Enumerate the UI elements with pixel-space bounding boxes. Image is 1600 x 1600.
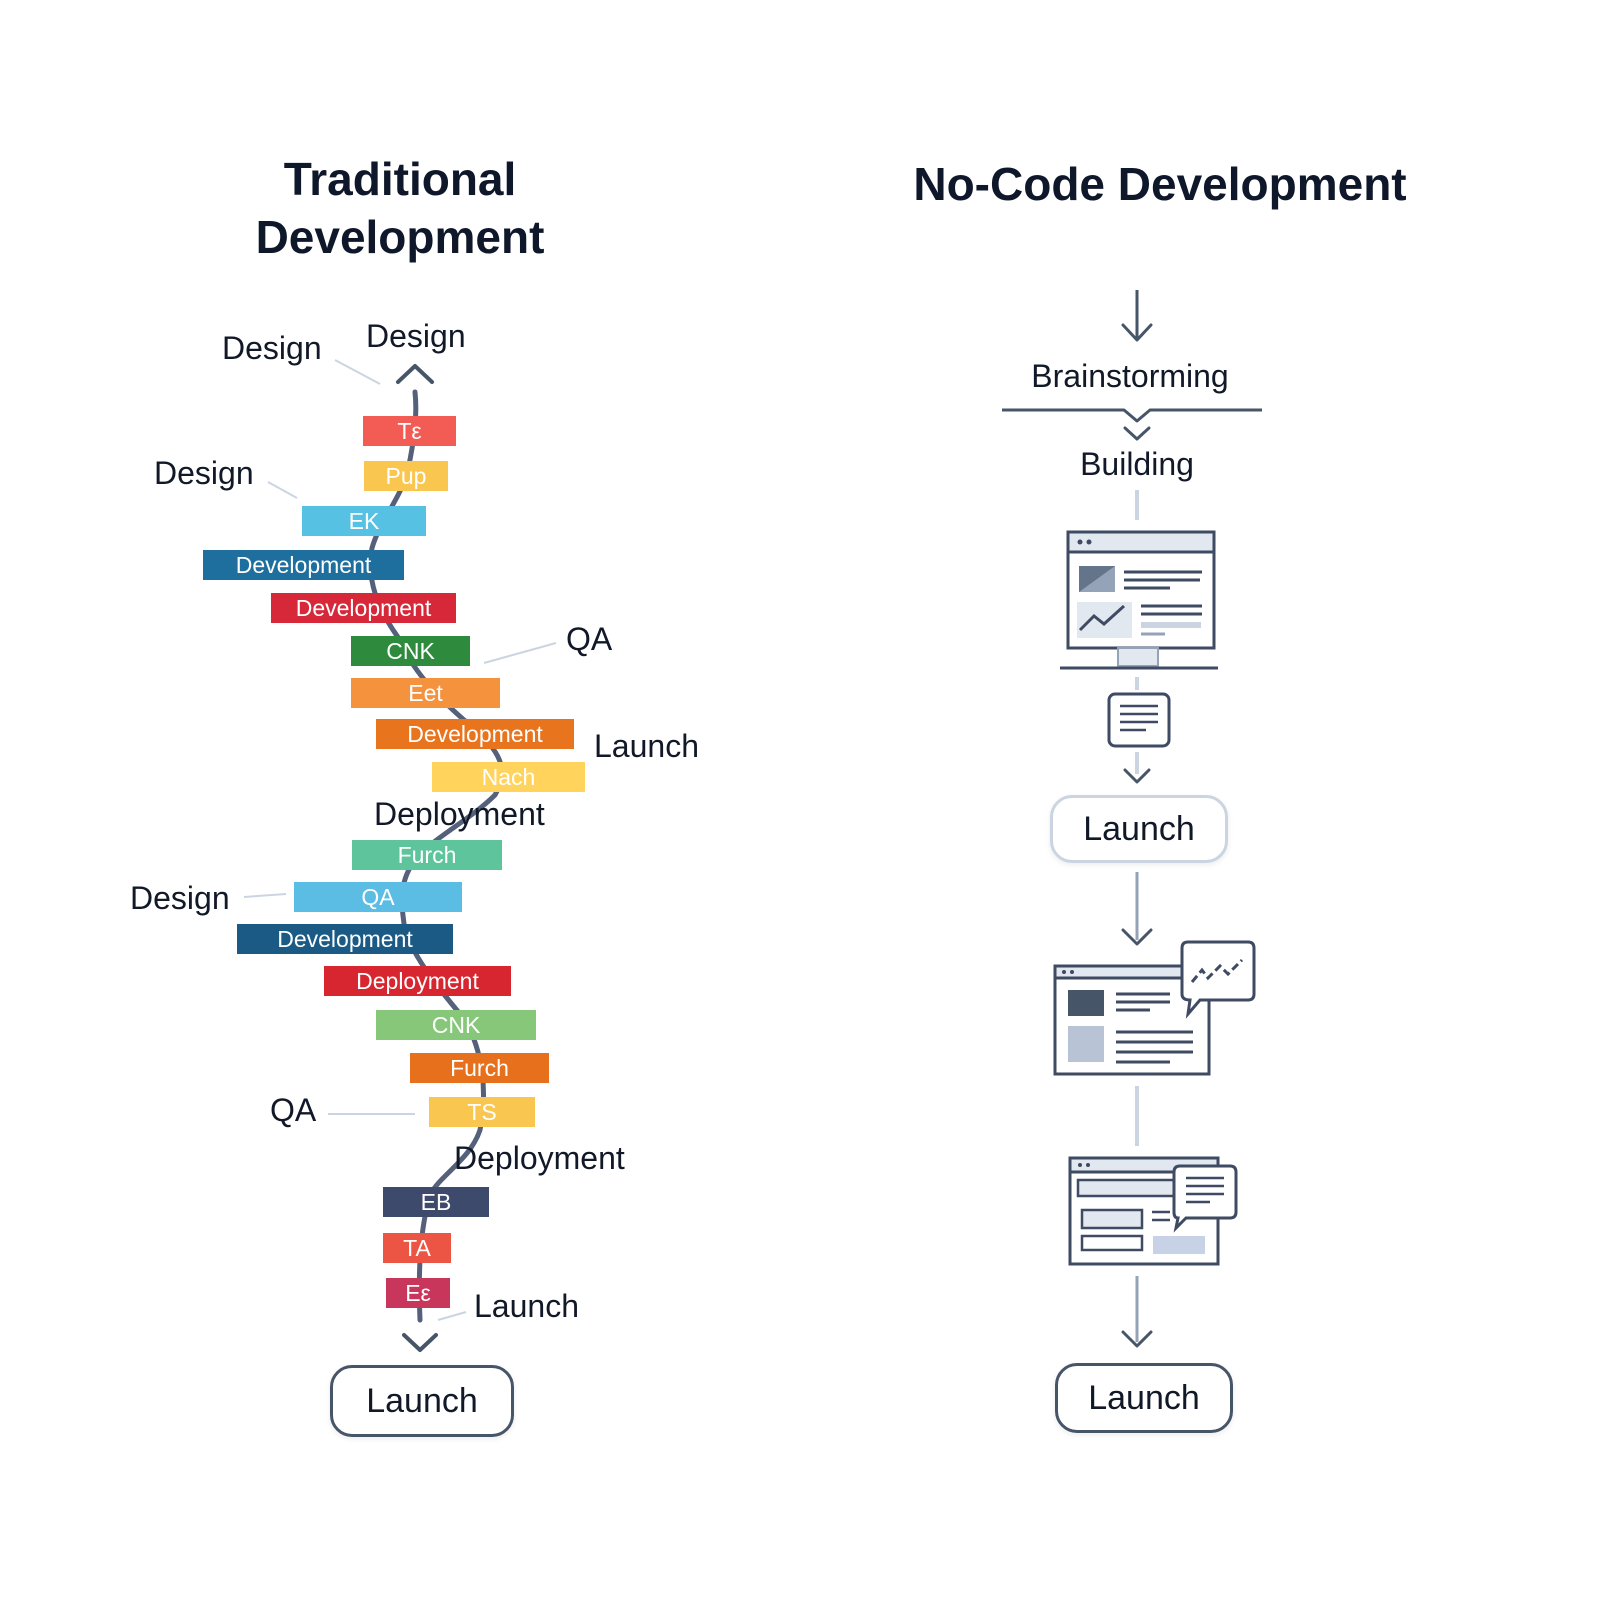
chevron-down-icon: [1123, 768, 1151, 784]
phase-bar-label: CNK: [431, 1012, 481, 1038]
phase-bar: Furch: [410, 1053, 549, 1083]
phase-bar: Eε: [386, 1278, 450, 1308]
phase-label: Launch: [474, 1288, 579, 1324]
phase-bar-label: Development: [235, 552, 372, 578]
leader-line: [243, 893, 287, 898]
phase-bar: Eet: [351, 678, 500, 708]
nocode-final-launch-button[interactable]: Launch: [1055, 1363, 1233, 1433]
phase-label: Deployment: [374, 796, 545, 832]
phase-bar-label: Eet: [408, 680, 443, 706]
nocode-final-launch-label: Launch: [1088, 1379, 1200, 1417]
phase-bar-label: CNK: [386, 638, 435, 664]
phase-bar: Development: [271, 593, 456, 623]
chevron-down-icon: [402, 1333, 438, 1352]
leader-line: [334, 359, 381, 385]
chevron-down-icon: [1123, 426, 1151, 441]
chevron-down-icon: [1121, 1330, 1153, 1348]
phase-label: QA: [566, 621, 613, 657]
phase-bar-label: Furch: [397, 842, 457, 868]
phase-bar: TA: [383, 1233, 451, 1263]
phase-bar: EB: [383, 1187, 489, 1217]
phase-bar-label: Deployment: [356, 968, 479, 994]
phase-bar: Nach: [432, 762, 585, 792]
phase-bar: QA: [294, 882, 462, 912]
chevron-down-icon: [1121, 928, 1153, 946]
traditional-title: Traditional Development: [200, 150, 600, 266]
leader-line: [437, 1311, 467, 1321]
phase-bar: Furch: [352, 840, 502, 870]
phase-bar-label: Development: [295, 595, 432, 621]
phase-label: Design: [154, 455, 254, 491]
phase-bar: CNK: [351, 636, 470, 666]
phase-bar: EK: [302, 506, 426, 536]
phase-label: Deployment: [454, 1140, 625, 1176]
phase-bar-label: Furch: [450, 1055, 509, 1081]
phase-bar: Tε: [363, 416, 456, 446]
phase-label: QA: [270, 1092, 317, 1128]
phase-bar: Deployment: [324, 966, 511, 996]
phase-label: Design: [366, 318, 466, 354]
phase-bar-label: EK: [348, 508, 380, 534]
phase-bar-label: TS: [467, 1099, 497, 1125]
phase-bar-label: QA: [361, 884, 395, 910]
phase-bar-label: Tε: [397, 418, 422, 444]
dashboard-monitor-icon: [1060, 530, 1218, 670]
form-window-icon: [1068, 1156, 1238, 1266]
phase-bar-label: Development: [407, 721, 543, 747]
nocode-launch-label: Launch: [1083, 810, 1195, 848]
phase-label: Launch: [594, 728, 699, 764]
nocode-title: No-Code Development: [913, 158, 1407, 210]
arrow-down-head: [1121, 323, 1153, 342]
traditional-title-line1: Traditional: [283, 153, 517, 205]
document-icon: [1107, 692, 1171, 748]
phase-bar: Development: [203, 550, 404, 580]
step-brainstorming: Brainstorming: [1031, 358, 1229, 394]
analytics-window-icon: [1053, 940, 1256, 1076]
phase-bar: Pup: [364, 461, 448, 491]
phase-label: Design: [130, 880, 230, 916]
step-building: Building: [1080, 446, 1194, 482]
phase-bar-label: Nach: [481, 764, 536, 790]
nocode-launch-button[interactable]: Launch: [1050, 795, 1228, 863]
phase-bar: CNK: [376, 1010, 536, 1040]
phase-bar-label: Eε: [405, 1280, 431, 1306]
brainstorm-divider: [1002, 408, 1262, 423]
phase-bar-label: Pup: [385, 463, 427, 489]
traditional-launch-button[interactable]: Launch: [330, 1365, 514, 1437]
phase-bar-label: TA: [403, 1235, 431, 1261]
phase-bar: Development: [376, 719, 574, 749]
chevron-up-icon: [396, 364, 434, 384]
traditional-launch-label: Launch: [366, 1382, 478, 1420]
phase-bar-label: EB: [420, 1189, 452, 1215]
leader-line: [483, 642, 557, 664]
traditional-title-line2: Development: [255, 211, 545, 263]
leader-line: [267, 481, 298, 499]
phase-label: Design: [222, 330, 322, 366]
phase-bar-label: Development: [277, 926, 413, 952]
phase-bar: Development: [237, 924, 453, 954]
phase-bar: TS: [429, 1097, 535, 1127]
process-path: [367, 389, 505, 1323]
